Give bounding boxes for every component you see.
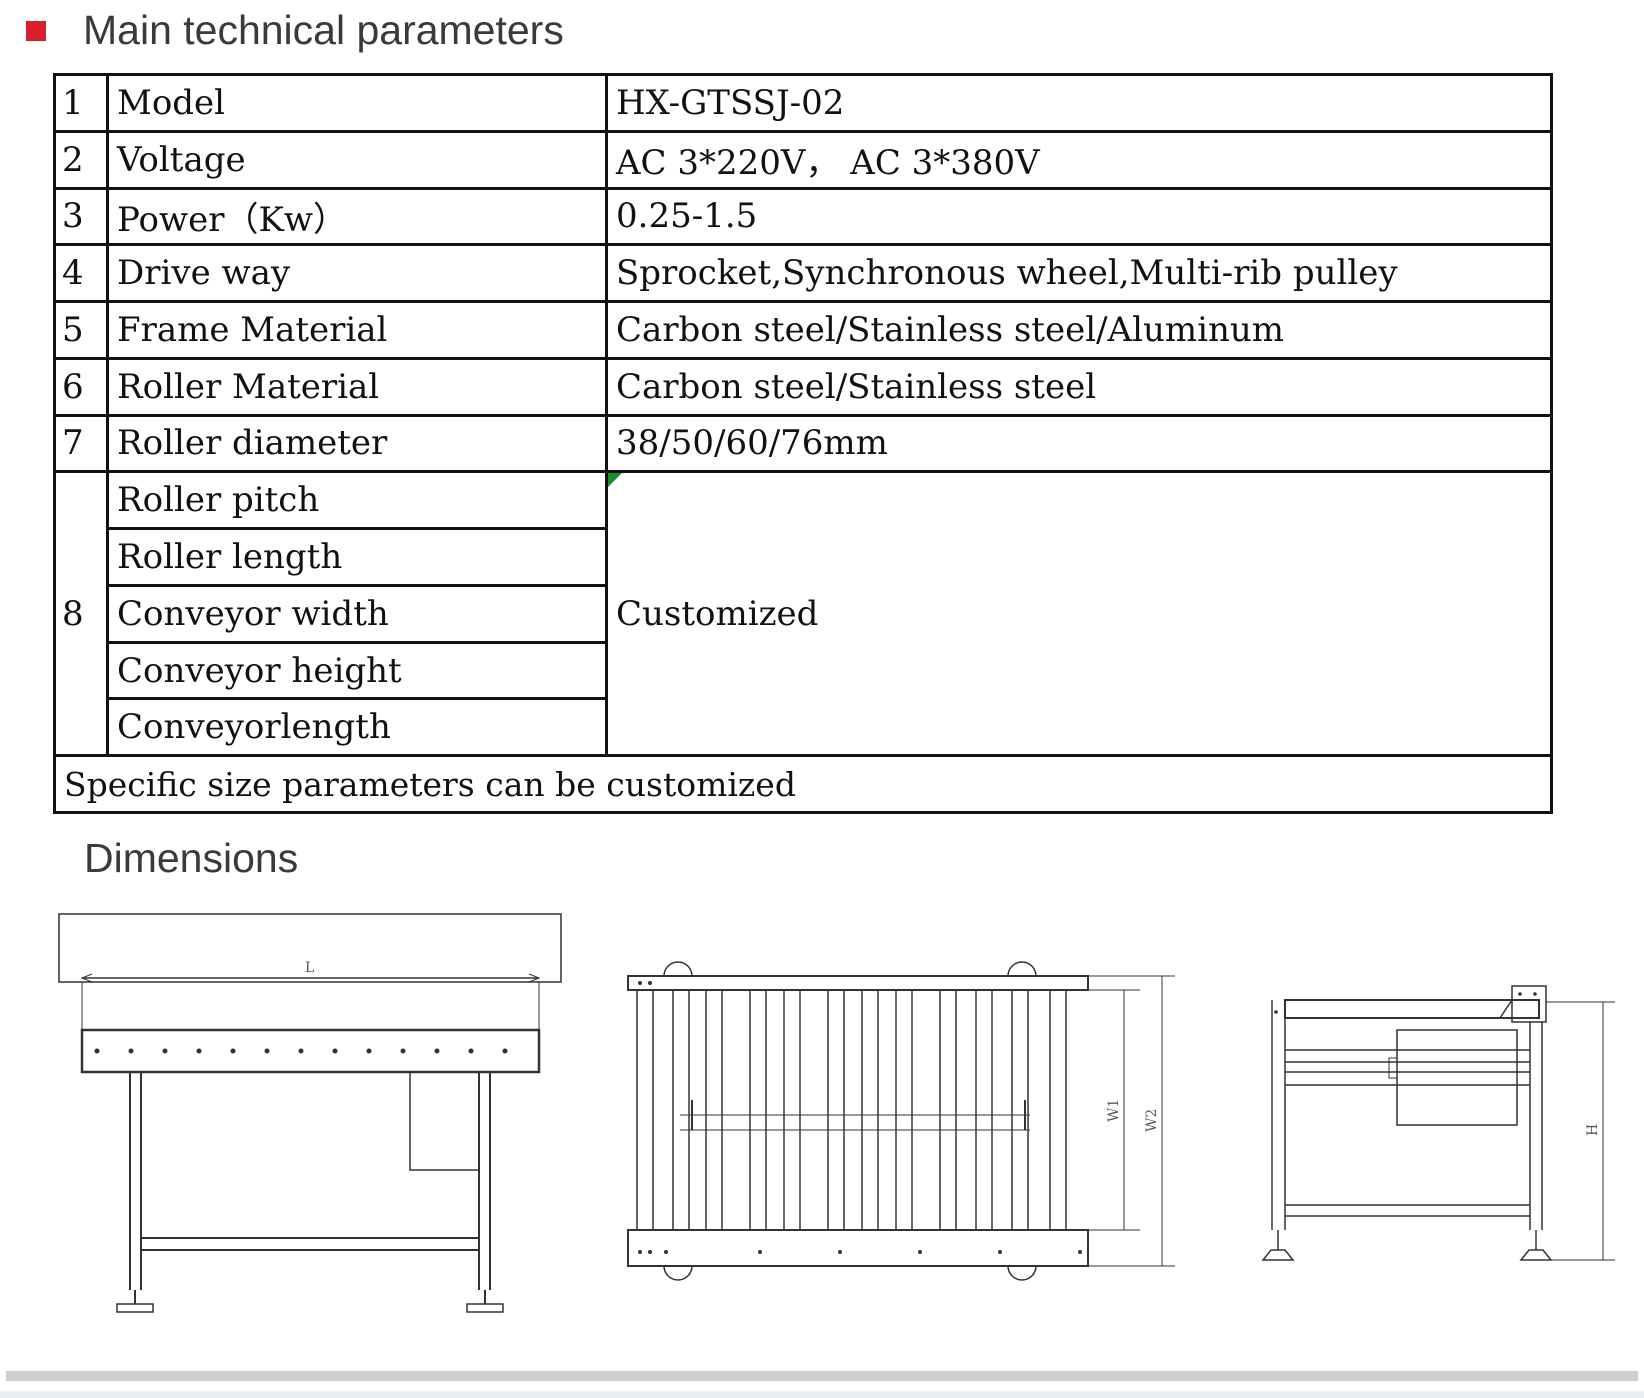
parameter-value: AC 3*220V， AC 3*380V	[605, 129, 1553, 190]
parameter-name: Frame Material	[106, 300, 608, 360]
table-row: 6 Roller Material Carbon steel/Stainless…	[53, 356, 1553, 417]
parameter-name: Voltage	[106, 129, 608, 190]
table-row: 3 Power（Kw） 0.25-1.5	[53, 186, 1553, 247]
parameters-table: 1 Model HX-GTSSJ-02 2 Voltage AC 3*220V，…	[53, 73, 1553, 814]
row-number: 7	[53, 413, 109, 474]
parameter-value: Carbon steel/Stainless steel/Aluminum	[605, 300, 1553, 360]
parameter-value: Carbon steel/Stainless steel	[605, 356, 1553, 417]
height-dimension-label: H	[1585, 1124, 1601, 1136]
parameter-value: 38/50/60/76mm	[605, 413, 1553, 474]
table-row: Conveyorlength	[55, 697, 1552, 758]
table-row: 1 Model HX-GTSSJ-02	[53, 73, 1553, 133]
row-number: 4	[53, 243, 109, 304]
side-view-drawing: L	[55, 900, 575, 1320]
table-row: 2 Voltage AC 3*220V， AC 3*380V	[53, 129, 1553, 190]
table-row: 5 Frame Material Carbon steel/Stainless …	[53, 300, 1553, 360]
parameter-name: Conveyor height	[106, 640, 608, 701]
section-title: Main technical parameters	[83, 7, 564, 53]
outer-width-dimension-label: W2	[1144, 1109, 1160, 1132]
parameter-name: Power（Kw）	[106, 186, 608, 247]
customized-value-cell: Customized	[605, 470, 1553, 758]
parameter-value: Customized	[616, 593, 819, 634]
parameter-name: Drive way	[106, 243, 608, 304]
row-number: 6	[53, 356, 109, 417]
table-row: 8 Roller pitch Customized	[53, 470, 1553, 758]
length-dimension-label: L	[305, 960, 314, 976]
top-view-drawing: W1 W2	[620, 900, 1200, 1290]
row-number: 5	[53, 300, 109, 360]
parameter-name: Conveyor width	[106, 583, 608, 644]
parameter-name: Roller diameter	[106, 413, 608, 474]
parameter-name: Roller Material	[106, 356, 608, 417]
row-number: 2	[53, 129, 109, 190]
table-footnote: Specific size parameters can be customiz…	[53, 754, 1553, 814]
parameter-name: Roller length	[106, 527, 608, 587]
table-row: Roller length	[55, 527, 1552, 587]
footer-divider	[6, 1371, 1638, 1381]
square-bullet-icon	[26, 21, 46, 41]
parameter-name: Conveyorlength	[106, 697, 608, 758]
table-row: Conveyor width	[55, 583, 1552, 644]
parameter-value: HX-GTSSJ-02	[605, 73, 1553, 133]
row-number: 8	[53, 470, 109, 758]
parameter-value: Sprocket,Synchronous wheel,Multi-rib pul…	[605, 243, 1553, 304]
parameter-value: 0.25-1.5	[605, 186, 1553, 247]
end-view-drawing: H	[1255, 900, 1635, 1290]
inner-width-dimension-label: W1	[1106, 1099, 1122, 1122]
footer-strip	[0, 1391, 1644, 1398]
parameter-name: Model	[106, 73, 608, 133]
dimensions-title: Dimensions	[84, 835, 299, 881]
parameter-name: Roller pitch	[106, 470, 608, 531]
table-row: Conveyor height	[55, 640, 1552, 701]
row-number: 3	[53, 186, 109, 247]
table-row: 4 Drive way Sprocket,Synchronous wheel,M…	[53, 243, 1553, 304]
section-heading: Main technical parameters	[0, 0, 700, 64]
cell-corner-marker	[609, 474, 622, 488]
table-row: 7 Roller diameter 38/50/60/76mm	[53, 413, 1553, 474]
table-row: Specific size parameters can be customiz…	[53, 754, 1553, 814]
row-number: 1	[53, 73, 109, 133]
